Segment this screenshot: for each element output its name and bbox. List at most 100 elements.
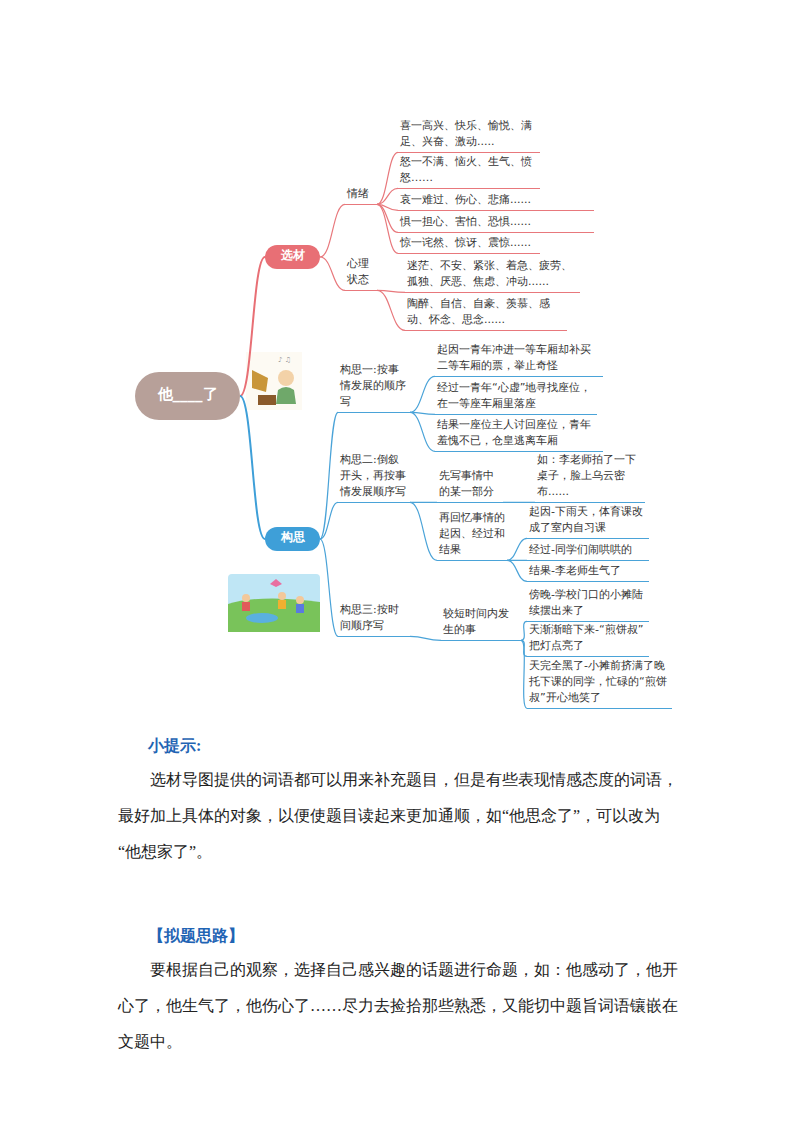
gramophone-picture: ♪ ♫ xyxy=(246,352,302,410)
branch-item: 惊一诧然、惊讶、震惊...... xyxy=(398,235,540,254)
branch-item: 怒一不满、恼火、生气、愤怒…… xyxy=(398,154,540,189)
node-text: 喜一高兴、快乐、愉悦、满足、兴奋、激动..... xyxy=(400,118,538,150)
branch-line xyxy=(320,257,345,290)
kid xyxy=(242,594,250,602)
section-heading: 小提示: xyxy=(148,736,448,757)
topic-pill: 他____了 xyxy=(135,372,240,420)
node-text: 他____了 xyxy=(158,384,218,406)
branch-item: 如：李老师拍了一下桌子，脸上乌云密布...... xyxy=(535,452,645,503)
branch-item: 构思三:按时间顺序写 xyxy=(338,602,410,637)
node-text: 先写事情中的某一部分 xyxy=(439,468,501,500)
branch-item: 结果一座位主人讨回座位，青年羞愧不已，仓皇逃离车厢 xyxy=(435,417,603,452)
node-text: 起因一青年冲进一等车厢却补买二等车厢的票，举止奇怪 xyxy=(437,342,601,374)
branch-item: 先写事情中的某一部分 xyxy=(437,468,503,503)
branch-item: 再回忆事情的起因、经过和结果 xyxy=(437,510,507,561)
branch-line xyxy=(410,412,435,451)
branch-item: 惧一担心、害怕、恐惧...... xyxy=(398,214,594,233)
branch-line xyxy=(503,502,535,503)
branch-line xyxy=(240,257,265,396)
sky xyxy=(228,574,320,632)
node-text: 构思一:按事情发展的顺序写 xyxy=(340,362,408,410)
branch-line xyxy=(507,560,527,581)
branch-line xyxy=(507,538,527,560)
node-text: 构思三:按时间顺序写 xyxy=(340,602,408,634)
node-text: 如：李老师拍了一下桌子，脸上乌云密布...... xyxy=(537,452,643,500)
node-text: 迷茫、不安、紧张、着急、疲劳、孤独、厌恶、焦虑、冲动...... xyxy=(407,258,578,290)
branch-item: 起因一青年冲进一等车厢却补买二等车厢的票，举止奇怪 xyxy=(435,342,603,377)
branch-item: 天完全黑了-小摊前挤满了晚托下课的同学，忙碌的“煎饼叔”开心地笑了 xyxy=(527,658,672,709)
kid xyxy=(296,604,304,613)
node-text: 哀一难过、伤心、悲痛...... xyxy=(400,192,592,208)
branch-line xyxy=(377,152,398,204)
node-text: 起因-下雨天，体育课改成了室内自习课 xyxy=(529,504,647,536)
branch-line xyxy=(320,204,345,257)
branch-item: 心理状态 xyxy=(345,256,377,291)
branch-line xyxy=(377,204,398,253)
notes: ♪ ♫ xyxy=(278,356,291,364)
topic-pill: 选材 xyxy=(265,245,320,269)
branch-item: 构思一:按事情发展的顺序写 xyxy=(338,362,410,413)
pond xyxy=(246,613,278,623)
node-text: 天完全黑了-小摊前挤满了晚托下课的同学，忙碌的“煎饼叔”开心地笑了 xyxy=(529,658,670,706)
note-paragraph: 选材导图提供的词语都可以用来补充题目，但是有些表现情感态度的词语，最好加上具体的… xyxy=(118,762,678,870)
branch-line xyxy=(320,539,338,636)
node-text: 构思二:倒叙开头，再按事情发展顺序写 xyxy=(340,452,408,500)
branch-line xyxy=(240,396,265,539)
node-text: 天渐渐暗下来-“煎饼叔”把灯点亮了 xyxy=(529,622,647,654)
node-text: 选材 xyxy=(281,247,305,264)
kid xyxy=(242,602,250,611)
node-text: 陶醉、自信、自豪、羡慕、感动、怀念、思念...... xyxy=(407,296,565,328)
node-text: 惧一担心、害怕、恐惧...... xyxy=(400,214,592,230)
branch-item: 较短时间内发生的事 xyxy=(441,606,521,641)
branch-item: 陶醉、自信、自豪、羡慕、感动、怀念、思念...... xyxy=(405,296,567,331)
node-text: 结果一座位主人讨回座位，青年羞愧不已，仓皇逃离车厢 xyxy=(437,417,601,449)
node-text: 结果-李老师生气了 xyxy=(529,563,647,579)
branch-item: 天渐渐暗下来-“煎饼叔”把灯点亮了 xyxy=(527,622,649,657)
branch-line xyxy=(377,188,398,204)
branch-line xyxy=(410,636,441,640)
kid xyxy=(296,596,304,604)
node-text: 惊一诧然、惊讶、震惊...... xyxy=(400,235,538,251)
node-text: 再回忆事情的起因、经过和结果 xyxy=(439,510,505,558)
box xyxy=(258,395,276,405)
branch-line xyxy=(410,502,437,503)
note-paragraph: 要根据自己的观察，选择自己感兴趣的话题进行命题，如：他感动了，他开心了，他生气了… xyxy=(118,952,678,1060)
horn xyxy=(252,370,268,392)
branch-line xyxy=(410,502,437,560)
branch-item: 构思二:倒叙开头，再按事情发展顺序写 xyxy=(338,452,410,503)
branch-item: 情绪 xyxy=(345,186,377,205)
picnic-picture xyxy=(228,574,320,632)
branch-line xyxy=(377,290,405,330)
node-text: 情绪 xyxy=(347,186,375,202)
branch-item: 傍晚-学校门口的小摊陆续摆出来了 xyxy=(527,587,649,622)
node-text: 傍晚-学校门口的小摊陆续摆出来了 xyxy=(529,587,647,619)
picture-ground xyxy=(246,352,302,410)
branch-item: 经过-同学们闹哄哄的 xyxy=(527,542,649,561)
kite xyxy=(270,579,282,587)
branch-item: 喜一高兴、快乐、愉悦、满足、兴奋、激动..... xyxy=(398,118,540,153)
section-heading: 【拟题思路】 xyxy=(148,926,448,947)
kid xyxy=(278,600,286,609)
branch-line xyxy=(410,376,435,412)
node-text: 心理状态 xyxy=(347,256,375,288)
node-text: 怒一不满、恼火、生气、愤怒…… xyxy=(400,154,538,186)
branch-line xyxy=(320,502,338,539)
branch-item: 起因-下雨天，体育课改成了室内自习课 xyxy=(527,504,649,539)
branch-item: 哀一难过、伤心、悲痛...... xyxy=(398,192,594,211)
head xyxy=(278,370,294,386)
node-text: 经过一青年“心虚”地寻找座位，在一等座车厢里落座 xyxy=(437,380,595,412)
branch-line xyxy=(320,412,338,539)
topic-pill: 构思 xyxy=(265,527,320,551)
grass xyxy=(228,598,320,632)
body xyxy=(276,387,296,404)
branch-item: 迷茫、不安、紧张、着急、疲劳、孤独、厌恶、焦虑、冲动...... xyxy=(405,258,580,293)
node-text: 经过-同学们闹哄哄的 xyxy=(529,542,647,558)
branch-item: 结果-李老师生气了 xyxy=(527,563,649,582)
branch-item: 经过一青年“心虚”地寻找座位，在一等座车厢里落座 xyxy=(435,380,597,415)
kid xyxy=(278,592,286,600)
node-text: 构思 xyxy=(281,529,305,546)
node-text: 较短时间内发生的事 xyxy=(443,606,519,638)
